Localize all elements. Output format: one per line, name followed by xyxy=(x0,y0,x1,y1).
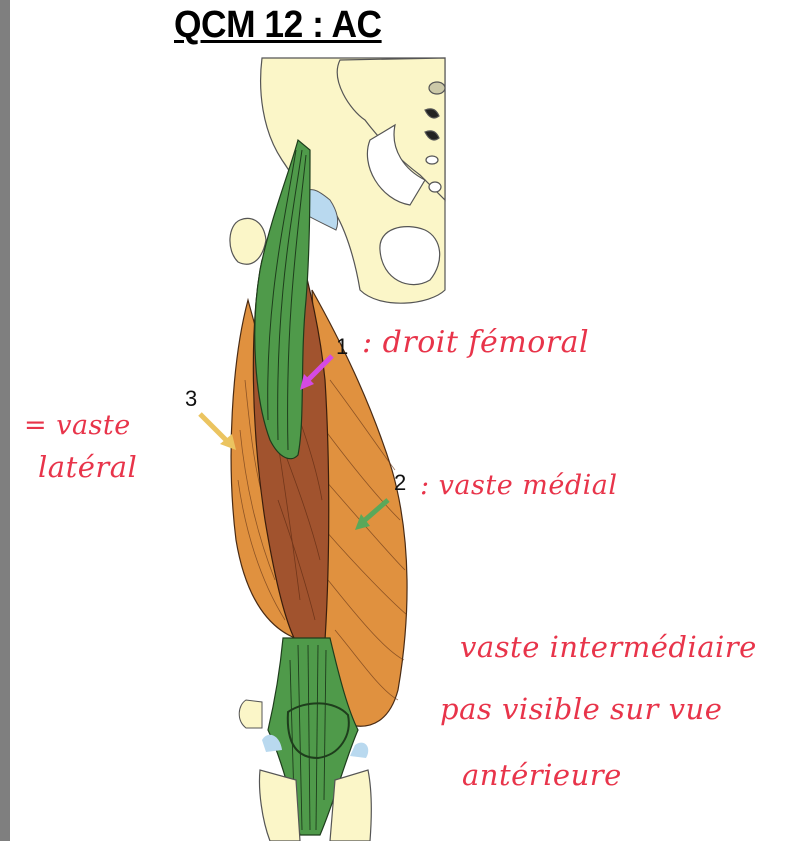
vastus-medialis xyxy=(311,289,408,727)
arrow-3-icon xyxy=(198,412,236,450)
page-title: QCM 12 : AC xyxy=(174,4,382,46)
note-line-3: antérieure xyxy=(462,758,622,792)
note-line-1: vaste intermédiaire xyxy=(460,630,757,664)
knee-cartilage-left xyxy=(262,734,282,752)
annotation-droit-femoral: : droit fémoral xyxy=(362,325,590,360)
annotation-vaste-medial: : vaste médial xyxy=(420,470,618,501)
annotation-vaste-lateral-line2: latéral xyxy=(38,450,138,484)
arrow-2-icon xyxy=(355,498,390,530)
greater-trochanter xyxy=(229,217,267,265)
label-number-3: 3 xyxy=(185,386,198,411)
arrow-1-icon xyxy=(300,354,334,390)
tibia-bone xyxy=(258,769,301,841)
note-line-2: pas visible sur vue xyxy=(440,692,723,726)
left-gray-margin-bar xyxy=(0,0,10,841)
knee-cartilage-right xyxy=(350,742,369,758)
patella-outline xyxy=(286,702,350,760)
label-number-1: 1 xyxy=(336,334,349,359)
femur-condyle xyxy=(238,699,263,729)
label-number-2: 2 xyxy=(394,470,407,495)
annotation-vaste-lateral-line1: = vaste xyxy=(24,410,131,441)
tibia-bone-right xyxy=(329,769,372,841)
